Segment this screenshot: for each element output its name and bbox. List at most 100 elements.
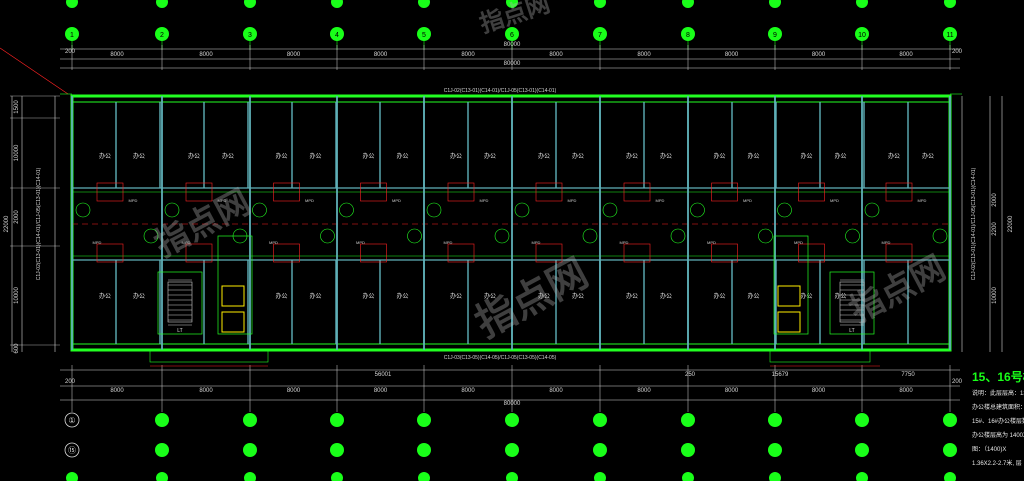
stair-label: LT: [849, 328, 854, 334]
door-swing: [252, 202, 267, 218]
dimension-text: 8000: [110, 52, 124, 58]
room-label: 办公: [275, 292, 287, 300]
note-line: 说明：此层层高：13X: [972, 391, 1024, 397]
axis-bubble: [155, 443, 169, 457]
axis-bubble: [681, 443, 695, 457]
room-label: 办公: [834, 292, 846, 300]
corridor-fixture: [185, 182, 213, 202]
dimension-text: 8000: [374, 388, 388, 394]
axis-bubble: [769, 472, 781, 481]
stray-line: [0, 47, 69, 95]
axis-bubble: [856, 472, 868, 481]
dimension-text: 8000: [812, 388, 826, 394]
axis-bubble: [331, 472, 343, 481]
door-swing: [494, 228, 510, 244]
axis-bubble: [417, 27, 431, 41]
axis-bubble: [593, 413, 607, 427]
axis-bubble: [944, 472, 956, 481]
fixture-label: MPD: [656, 198, 665, 203]
axis-bubble: [244, 472, 256, 481]
corridor-fixture: [623, 243, 651, 263]
section-label: C1J-02(C13-01)(C14-01)/C1J-05(C13-01)(C1…: [444, 88, 557, 94]
corridor-fixture: [447, 243, 475, 263]
fixture-label: MPD: [356, 240, 365, 245]
room-label: 办公: [747, 152, 759, 160]
axis-bubble: [506, 0, 518, 8]
axis-bubble: [156, 472, 168, 481]
room-label: 办公: [484, 292, 496, 300]
elevator-core: [217, 235, 253, 335]
axis-bubble: [769, 0, 781, 8]
axis-bubble: [418, 0, 430, 8]
door-swing: [864, 202, 880, 218]
axis-bubble-label: 6: [510, 32, 514, 39]
door-swing: [758, 228, 773, 244]
axis-bubble: [768, 27, 782, 41]
dimension-text: C1J-02(C13-01)(C14-01)/C1J-05(C13-01)(C1…: [971, 167, 977, 280]
corridor-fixture: [711, 243, 738, 263]
dimension-text: 22000: [4, 215, 10, 232]
axis-bubble: [505, 413, 519, 427]
fixture-label: MPD: [743, 198, 752, 203]
axis-bubble: [155, 413, 169, 427]
axis-bubble: [855, 27, 869, 41]
room-label: 办公: [133, 292, 145, 300]
axis-bubble: [64, 412, 80, 428]
axis-bubble: [593, 27, 607, 41]
dimension-text: 1500: [14, 100, 20, 114]
corridor-fixture: [885, 243, 913, 263]
dimension-text: 8000: [199, 52, 213, 58]
note-line: 办公楼层高为 1400X: [972, 433, 1024, 439]
room-label: 办公: [222, 152, 234, 160]
room-label: 办公: [362, 152, 374, 160]
dimension-text: 8000: [899, 388, 913, 394]
corridor-fixture: [96, 243, 124, 263]
fixture-label: MPD: [620, 240, 629, 245]
dimension-text: 200: [952, 379, 963, 385]
elevator-shaft: [777, 285, 801, 307]
elevator-shaft: [777, 311, 801, 333]
room-label: 办公: [396, 292, 408, 300]
axis-bubble: [855, 443, 869, 457]
room-label: 办公: [800, 292, 812, 300]
corridor-fixture: [447, 182, 475, 202]
dimension-text: 80000: [504, 61, 521, 67]
room-label: 办公: [713, 292, 725, 300]
dimension-text: 200: [65, 49, 76, 55]
door-swing: [932, 228, 948, 244]
axis-bubble: [331, 0, 343, 8]
corridor-fixture: [798, 182, 825, 202]
axis-bubble: [593, 443, 607, 457]
callout-box: [149, 349, 269, 363]
stair-well: [167, 281, 193, 323]
dimension-text: 8000: [374, 52, 388, 58]
dimension-text: 80000: [504, 42, 521, 48]
axis-bubble: [418, 472, 430, 481]
drawing-title: 15、16号楼: [972, 370, 1024, 384]
dimension-text: 15679: [772, 372, 789, 378]
axis-bubble: [506, 472, 518, 481]
dimension-text: 10000: [992, 286, 998, 303]
door-swing: [777, 202, 792, 218]
door-swing: [426, 202, 442, 218]
dimension-text: 8000: [461, 388, 475, 394]
dimension-text: 8000: [287, 52, 301, 58]
room-label: 办公: [538, 152, 550, 160]
axis-bubble: [594, 472, 606, 481]
fixture-label: MPD: [830, 198, 839, 203]
dimension-text: 8000: [549, 388, 563, 394]
dimension-text: 200: [952, 49, 963, 55]
door-swing: [164, 202, 180, 218]
corridor-fixture: [623, 182, 651, 202]
stair-label: LT: [177, 328, 182, 334]
axis-bubble: [943, 413, 957, 427]
room-label: 办公: [626, 152, 638, 160]
dimension-text: 8000: [725, 388, 739, 394]
dimension-text: 8000: [287, 388, 301, 394]
corridor-fixture: [535, 243, 563, 263]
room-label: 办公: [275, 152, 287, 160]
axis-bubble-label: ①: [68, 416, 75, 425]
axis-bubble-label: 9: [773, 32, 777, 39]
axis-bubble-label: 5: [422, 32, 426, 39]
corridor-fixture: [273, 243, 300, 263]
